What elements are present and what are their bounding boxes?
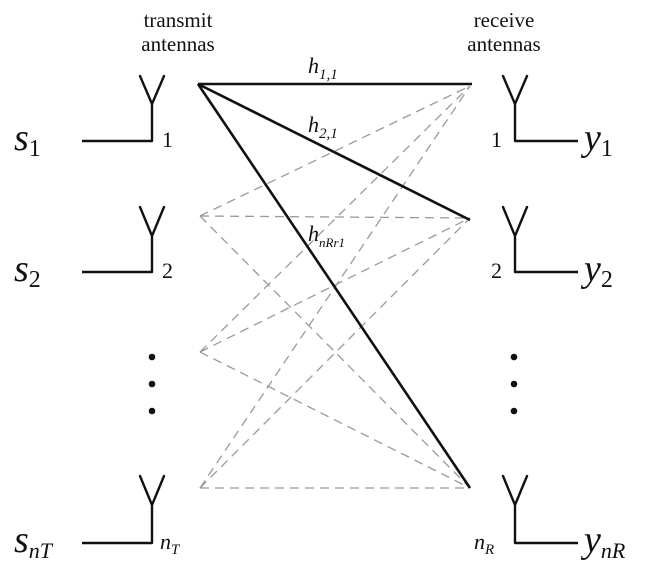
rx-antenna-n-icon [501,474,529,545]
rx-antenna-2-number: 2 [491,258,502,283]
channel-label-h11: h1,1 [308,53,338,83]
rx-signal-1: y1 [580,117,613,162]
link-h21 [197,82,471,222]
tx-antenna-2-icon [138,205,166,274]
rx-antenna-1: 1 y1 [491,74,613,162]
tx-antenna-2: s2 2 [14,205,173,293]
rx-antenna-n: nR ynR [474,474,626,562]
tx-antenna-2-number: 2 [162,258,173,283]
rx-header-line-1: receive [474,8,535,32]
rx-antenna-n-number: nR [474,529,494,558]
rx-header-line-2: antennas [467,32,540,56]
tx-signal-n: snT [14,519,54,562]
rx-antenna-2: 2 y2 [491,205,613,293]
tx-antenna-n: snT nT [14,474,181,562]
receive-antennas-header: receive antennas [467,8,540,56]
link-tx3-rx1 [199,85,471,353]
rx-antenna-1-number: 1 [491,127,502,152]
rx-antenna-1-icon [501,74,529,143]
link-hnr1 [196,83,472,489]
tx-antenna-1-icon [138,74,166,143]
rx-signal-n: ynR [580,519,626,562]
tx-antenna-n-number: nT [160,529,181,558]
tx-antenna-1-number: 1 [162,127,173,152]
rx-ellipsis-dot-2 [510,380,518,388]
link-tx3-rxn [199,351,471,489]
tx-antenna-n-icon [138,474,166,545]
tx-header-line-2: antennas [141,32,214,56]
transmit-antennas-header: transmit antennas [141,8,214,56]
channel-label-hnr1: hnRr1 [308,221,345,250]
tx-ellipsis-dot-2 [148,380,156,388]
tx-ellipsis-dot-1 [148,353,156,361]
tx-signal-1: s1 [14,117,41,162]
tx-ellipsis [148,353,156,415]
link-tx3-rx2 [199,217,471,353]
rx-ellipsis [510,353,518,415]
tx-signal-2: s2 [14,248,41,293]
solid-links [196,82,472,489]
rx-ellipsis-dot-1 [510,353,518,361]
link-tx2-rx1 [199,85,471,217]
link-tx2-rxn [199,215,471,489]
tx-ellipsis-dot-3 [148,407,156,415]
rx-ellipsis-dot-3 [510,407,518,415]
link-txn-rx2 [199,217,471,489]
tx-header-line-1: transmit [144,8,213,32]
rx-signal-2: y2 [580,248,613,293]
link-tx2-rx2 [199,215,471,219]
rx-antenna-2-icon [501,205,529,274]
tx-antenna-1: s1 1 [14,74,173,162]
channel-label-h21: h2,1 [308,112,338,142]
